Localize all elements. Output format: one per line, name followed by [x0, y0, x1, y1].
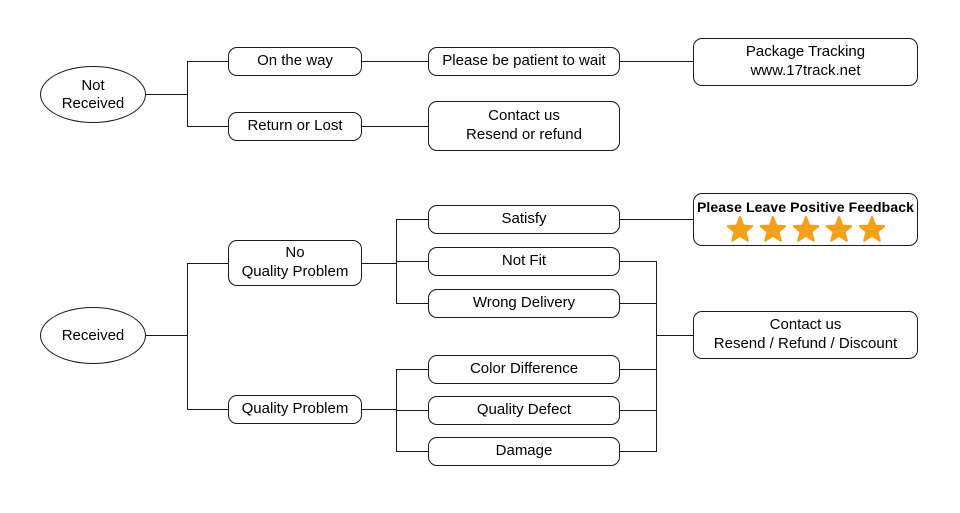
card-positive-feedback[interactable]: Please Leave Positive Feedback	[693, 193, 918, 246]
connector-satisfy-to-feedback	[620, 219, 693, 220]
connector-return-lost-to-contact	[362, 126, 428, 127]
connector-to-on-the-way	[187, 61, 228, 62]
node-quality-defect-label: Quality Defect	[476, 401, 572, 419]
node-wrong-delivery-label: Wrong Delivery	[472, 294, 576, 312]
node-quality-problem[interactable]: Quality Problem	[228, 395, 362, 424]
connector-to-color-difference	[396, 369, 428, 370]
connector-nqp-stem	[362, 263, 396, 264]
connector-wrong-delivery-to-collector	[620, 303, 656, 304]
node-not-received[interactable]: Not Received	[40, 66, 146, 123]
node-not-fit[interactable]: Not Fit	[428, 247, 620, 276]
connector-to-quality-defect	[396, 410, 428, 411]
node-damage[interactable]: Damage	[428, 437, 620, 466]
connector-quality-defect-to-collector	[620, 410, 656, 411]
feedback-label: Please Leave Positive Feedback	[696, 199, 914, 215]
star-icon[interactable]	[726, 216, 753, 242]
node-contact-us-resend-refund-discount[interactable]: Contact us Resend / Refund / Discount	[693, 311, 918, 359]
node-color-difference[interactable]: Color Difference	[428, 355, 620, 384]
connector-not-fit-to-collector	[620, 261, 656, 262]
connector-collector-to-resolution	[656, 335, 693, 336]
node-please-be-patient-label: Please be patient to wait	[442, 52, 606, 70]
star-icon[interactable]	[759, 216, 786, 242]
connector-to-quality-problem	[187, 409, 228, 410]
connector-to-damage	[396, 451, 428, 452]
connector-color-difference-to-collector	[620, 369, 656, 370]
connector-received-stem	[146, 335, 187, 336]
node-wrong-delivery[interactable]: Wrong Delivery	[428, 289, 620, 318]
connector-wait-to-tracking	[620, 61, 693, 62]
node-contact-us-resend-refund-discount-label: Contact us Resend / Refund / Discount	[713, 316, 898, 352]
star-icon[interactable]	[825, 216, 852, 242]
star-icon[interactable]	[792, 216, 819, 242]
node-color-difference-label: Color Difference	[469, 360, 579, 378]
node-return-or-lost[interactable]: Return or Lost	[228, 112, 362, 141]
connector-to-satisfy	[396, 219, 428, 220]
node-not-fit-label: Not Fit	[501, 252, 547, 270]
node-on-the-way-label: On the way	[257, 52, 333, 70]
connector-not-received-stem	[146, 94, 187, 95]
node-package-tracking-label: Package Tracking www.17track.net	[745, 43, 866, 79]
node-quality-defect[interactable]: Quality Defect	[428, 396, 620, 425]
node-not-received-label: Not Received	[61, 76, 125, 112]
node-quality-problem-label: Quality Problem	[241, 400, 349, 418]
connector-received-spine	[187, 263, 188, 410]
connector-not-received-spine	[187, 61, 188, 126]
connector-to-wrong-delivery	[396, 303, 428, 304]
star-icon[interactable]	[858, 216, 885, 242]
node-on-the-way[interactable]: On the way	[228, 47, 362, 76]
node-received-label: Received	[61, 326, 125, 344]
node-contact-us-resend-refund-label: Contact us Resend or refund	[466, 107, 582, 143]
connector-to-not-fit	[396, 261, 428, 262]
node-satisfy[interactable]: Satisfy	[428, 205, 620, 234]
connector-to-no-quality-problem	[187, 263, 228, 264]
connector-on-the-way-to-wait	[362, 61, 428, 62]
node-package-tracking[interactable]: Package Tracking www.17track.net	[693, 38, 918, 86]
node-no-quality-problem[interactable]: No Quality Problem	[228, 240, 362, 286]
connector-to-return-or-lost	[187, 126, 228, 127]
node-damage-label: Damage	[495, 442, 553, 460]
node-please-be-patient[interactable]: Please be patient to wait	[428, 47, 620, 76]
star-rating[interactable]	[726, 216, 885, 242]
connector-damage-to-collector	[620, 451, 656, 452]
node-received[interactable]: Received	[40, 307, 146, 364]
connector-qp-stem	[362, 409, 396, 410]
node-contact-us-resend-refund[interactable]: Contact us Resend or refund	[428, 101, 620, 151]
node-no-quality-problem-label: No Quality Problem	[241, 244, 349, 280]
node-satisfy-label: Satisfy	[501, 210, 547, 228]
connector-resolution-collector-spine	[656, 261, 657, 452]
node-return-or-lost-label: Return or Lost	[247, 117, 343, 135]
